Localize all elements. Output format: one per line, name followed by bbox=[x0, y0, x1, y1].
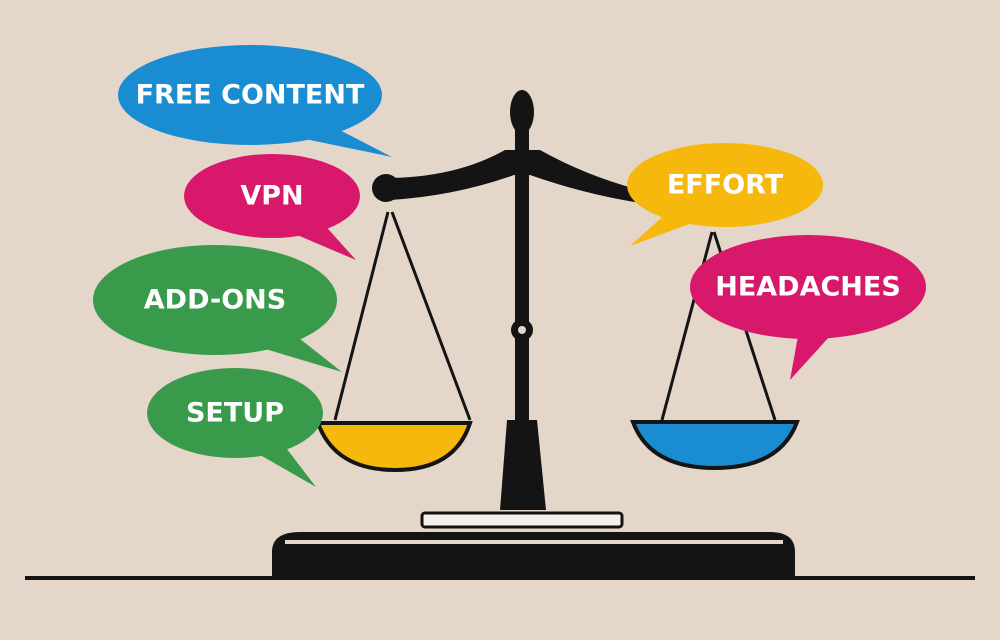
bubble-label: VPN bbox=[240, 181, 303, 212]
scale-beam bbox=[372, 150, 648, 204]
scale-pole bbox=[510, 90, 534, 430]
bubble-label: HEADACHES bbox=[715, 272, 901, 303]
bubble-add-ons: ADD-ONS bbox=[93, 245, 342, 372]
bubble-setup: SETUP bbox=[147, 368, 323, 487]
bubble-effort: EFFORT bbox=[627, 143, 823, 246]
left-pan bbox=[315, 211, 473, 473]
bubble-label: FREE CONTENT bbox=[136, 80, 365, 111]
bubble-free-content: FREE CONTENT bbox=[118, 45, 392, 157]
bubble-headaches: HEADACHES bbox=[690, 235, 926, 380]
bubble-label: SETUP bbox=[186, 398, 284, 429]
bubble-vpn: VPN bbox=[184, 154, 360, 260]
bubble-label: ADD-ONS bbox=[144, 285, 286, 316]
bubble-label: EFFORT bbox=[667, 170, 784, 201]
scale-base bbox=[272, 420, 795, 578]
